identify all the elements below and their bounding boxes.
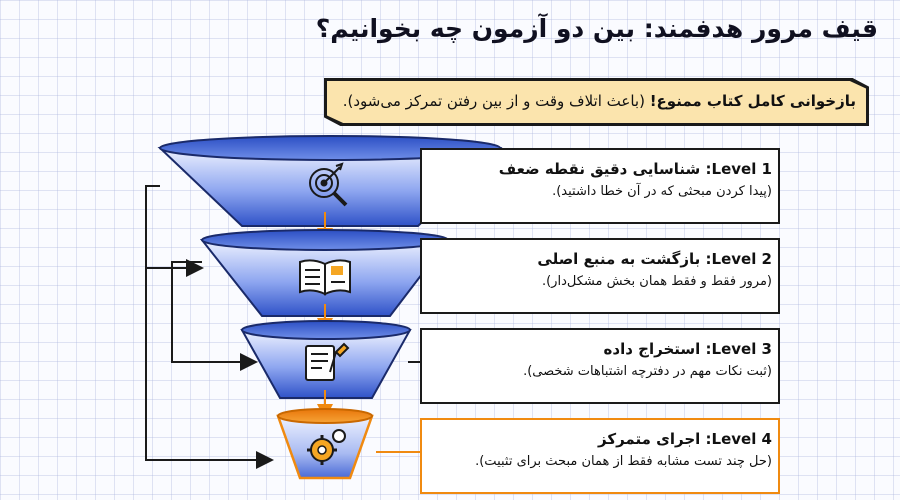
open-book-icon [299, 259, 351, 296]
level-2-heading: بازگشت به منبع اصلی [537, 250, 701, 268]
level-3-desc: (ثبت نکات مهم در دفترچه اشتباهات شخصی). [523, 364, 772, 379]
level-1-text: Level 1: شناسایی دقیق نقطه ضعف (پیدا کرد… [432, 160, 772, 199]
level-3-text: Level 3: استخراج داده (ثبت نکات مهم در د… [432, 340, 772, 379]
funnel-level-4 [276, 408, 374, 480]
level-3-heading: استخراج داده [603, 340, 701, 358]
feedback-lines [145, 185, 274, 469]
banner [327, 81, 866, 123]
level-4-box [420, 418, 780, 494]
banner-bold: بازخوانی کامل کتاب ممنوع! [649, 92, 856, 110]
notepad-pencil-icon [305, 342, 350, 381]
page-title: قیف مرور هدفمند: بین دو آزمون چه بخوانیم… [315, 14, 878, 43]
banner-rest: (باعث اتلاف وقت و از بین رفتن تمرکز می‌ش… [342, 92, 650, 110]
level-2-desc: (مرور فقط و فقط همان بخش مشکل‌دار). [541, 274, 772, 289]
level-2-tag: Level 2 [711, 250, 772, 268]
level-2-box [420, 238, 780, 314]
target-magnifier-icon [309, 162, 348, 207]
level-4-desc: (حل چند تست مشابه فقط از همان مبحث برای … [475, 454, 772, 469]
level-1-box [420, 148, 780, 224]
banner-text: بازخوانی کامل کتاب ممنوع! (باعث اتلاف وق… [340, 92, 856, 110]
level-4-tag: Level 4 [711, 430, 772, 448]
gears-icon [307, 429, 346, 465]
level-4-text: Level 4: اجرای متمرکز (حل چند تست مشابه … [432, 430, 772, 469]
funnel-level-1 [157, 135, 503, 227]
level-2-text: Level 2: بازگشت به منبع اصلی (مرور فقط و… [432, 250, 772, 289]
funnel-level-2 [199, 229, 451, 317]
level-3-box [420, 328, 780, 404]
level-1-tag: Level 1 [711, 160, 772, 178]
level-1-desc: (پیدا کردن مبحثی که در آن خطا داشتید). [552, 184, 772, 199]
level-1-heading: شناسایی دقیق نقطه ضعف [498, 160, 701, 178]
level-4-heading: اجرای متمرکز [598, 430, 701, 448]
funnel-level-3 [240, 320, 412, 399]
level-3-tag: Level 3 [711, 340, 772, 358]
